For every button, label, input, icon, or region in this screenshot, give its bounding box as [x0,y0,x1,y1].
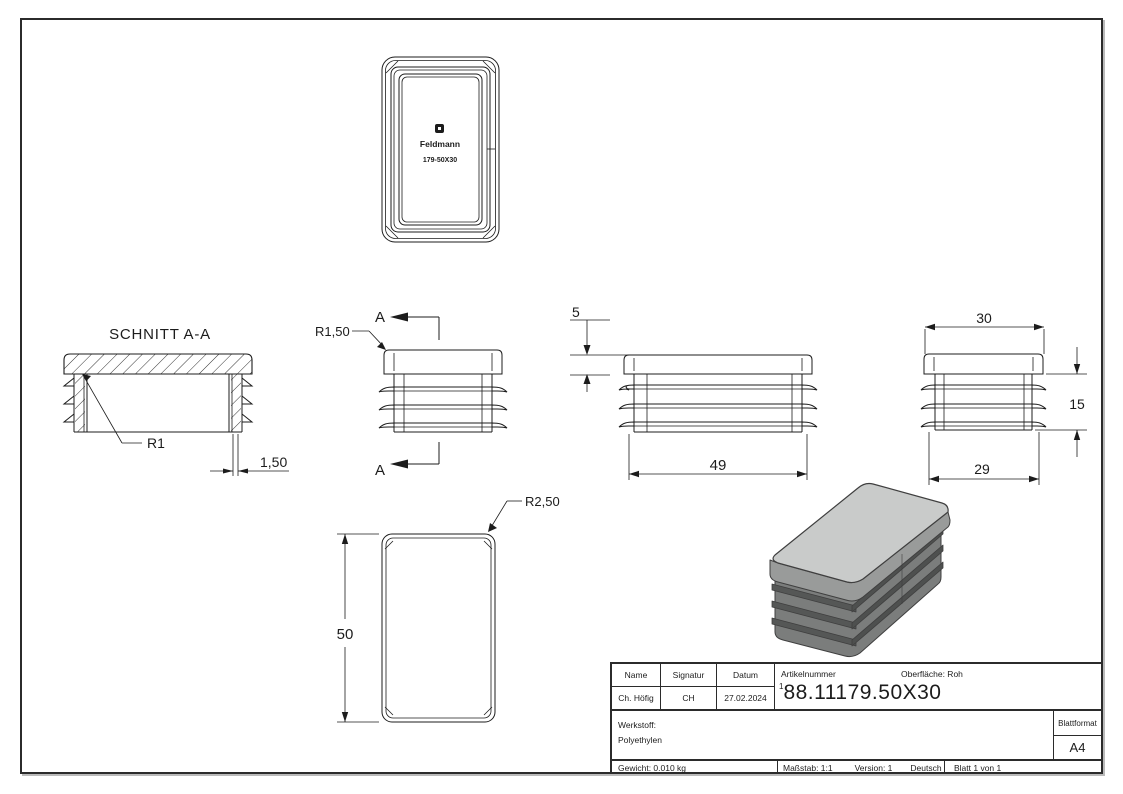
material-label: Werkstoff: [618,720,656,730]
cap-end-outline [920,353,1047,431]
cap-3d [769,482,951,658]
cap-front-outline [618,354,818,433]
iso-3d-render [769,482,951,658]
fins [920,384,1047,428]
dim-wall-1-50 [210,434,289,476]
section-label-top: A [375,309,385,326]
sheet-format-cell: Blattformat A4 [1054,711,1101,759]
dim-29 [928,432,1040,485]
cap-side-outline [378,349,508,433]
dim-15-label: 15 [1069,396,1085,412]
leader-r1 [82,374,142,444]
dim-29-label: 29 [974,461,990,477]
sheet-value: Blatt 1 von 1 [954,762,1002,773]
signature-value: CH [682,693,695,703]
side-view: A R1,50 [315,309,508,479]
radius-r250-label: R2,50 [525,494,560,509]
dim-5-label: 5 [572,304,580,320]
section-arrow-bottom [390,442,440,469]
section-arrow-top [390,312,440,340]
material-cell: Werkstoff: Polyethylen [612,711,1054,759]
dim-49 [628,434,808,480]
front-view: 5 [570,304,818,480]
bottom-view: R2,50 50 [337,494,560,723]
name-value: Ch. Höfig [618,693,654,703]
radius-r1-label: R1 [147,435,165,451]
drawing-frame: Feldmann 179-50X30 SCHNITT A-A [20,18,1103,774]
weight-value: Gewicht: 0.010 kg [612,761,778,774]
sheet-format-label: Blattformat [1054,711,1101,736]
date-value: 27.02.2024 [724,693,767,703]
cap-bottom-outline [381,533,496,723]
dim-30 [924,323,1045,354]
article-number-cell: Artikelnummer Oberfläche: Roh 1 88.11179… [775,664,1101,709]
end-view: 30 [920,310,1087,485]
title-block-row-bottom: Gewicht: 0.010 kg Maßstab: 1:1 Version: … [612,759,1101,774]
part-number-label: 179-50X30 [423,157,457,164]
dim-49-label: 49 [710,457,727,474]
surface-label: Oberfläche: Roh [901,669,963,679]
version-value: Version: 1 [854,762,893,773]
scale-value: Maßstab: 1:1 [783,762,833,773]
section-label-bottom: A [375,462,385,479]
wall-thickness-label: 1,50 [260,454,287,470]
leader-r250 [488,500,522,532]
scale-cell: Maßstab: 1:1 Version: 1 Deutsch [778,761,945,774]
signature-header: Signatur [661,664,716,687]
article-number: 1 88.11179.50X30 [779,681,941,705]
section-cut-cap [62,353,254,433]
cap-top-outline [381,56,500,243]
feldmann-logo-icon [435,124,444,133]
title-block-row-top: Name Ch. Höfig Signatur CH Datum 27.02.2… [612,664,1101,709]
dim-15 [1035,347,1087,457]
title-block-row-material: Werkstoff: Polyethylen Blattformat A4 [612,709,1101,759]
article-number-header: Artikelnummer [781,669,836,679]
leader-r150 [352,330,386,350]
fins [378,386,508,429]
sheet-format-value: A4 [1069,740,1086,755]
dim-50 [337,533,379,723]
section-title: SCHNITT A-A [109,326,211,343]
date-header: Datum [717,664,774,687]
article-number-value: 88.11179.50X30 [783,681,942,704]
top-view: Feldmann 179-50X30 [381,56,500,243]
dim-50-label: 50 [337,626,354,643]
section-view: SCHNITT A-A [62,326,289,476]
dim-30-label: 30 [976,310,992,326]
brand-label: Feldmann [420,139,460,149]
material-value: Polyethylen [618,735,662,745]
dim-5 [570,319,630,392]
article-number-prefix: 1 [779,682,784,691]
name-header: Name [612,664,660,687]
title-block: Name Ch. Höfig Signatur CH Datum 27.02.2… [610,662,1101,774]
fins [618,384,818,428]
language-value: Deutsch [910,762,942,773]
radius-r150-label: R1,50 [315,324,350,339]
